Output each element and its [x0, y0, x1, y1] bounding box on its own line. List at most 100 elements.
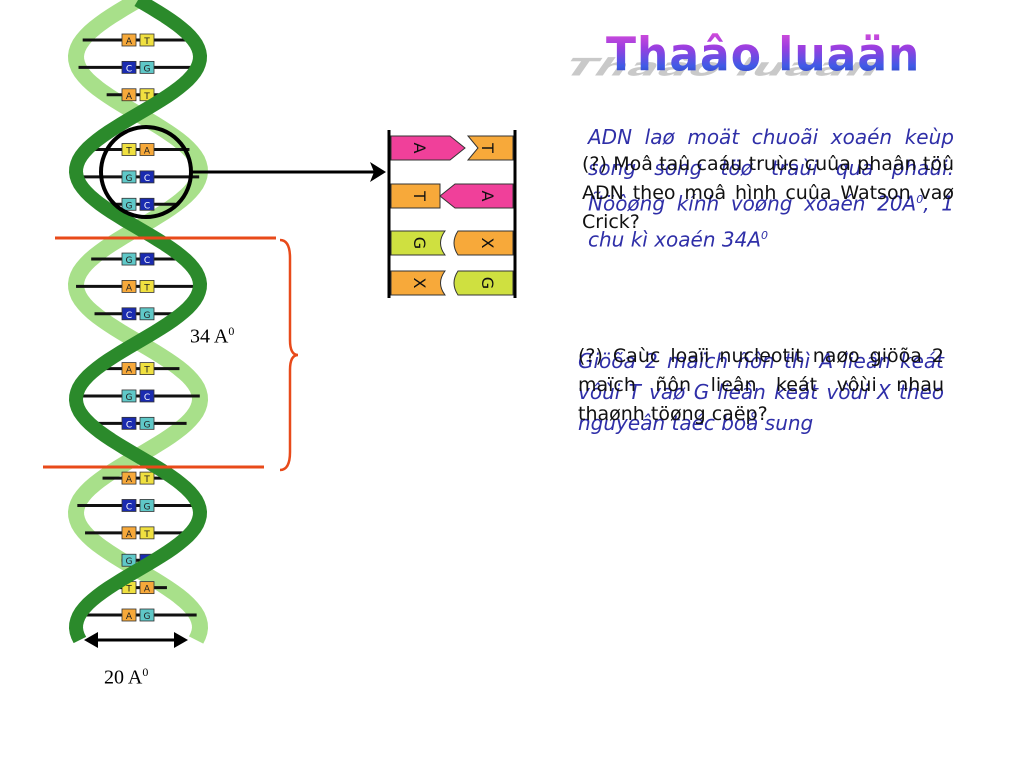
nucleotide-tile — [121, 197, 137, 211]
pair-right-piece — [439, 183, 514, 209]
nucleotide-tile — [139, 307, 155, 321]
answer-1: ADN laø moät chuoãi xoaén keùp song song… — [588, 122, 954, 255]
width-label-sup: 0 — [142, 665, 149, 679]
nucleotide-tile — [139, 170, 155, 184]
nucleotide-letter: T — [143, 283, 150, 293]
question-2-text: (?) Caùc loaïi nucleotit naøo giöõa 2 ma… — [578, 345, 944, 425]
nucleotide-letter: C — [144, 256, 150, 266]
pair-right-piece — [453, 230, 514, 256]
nucleotide-tile — [139, 389, 155, 403]
nucleotide-tile — [139, 581, 155, 595]
pair-right-letter: A — [478, 191, 497, 202]
width-label-text: 20 A — [104, 666, 143, 689]
pair-left-piece — [390, 135, 466, 161]
magnify-circle — [99, 125, 193, 219]
nucleotide-tile — [121, 252, 137, 266]
pitch-label-text: 34 A — [190, 325, 229, 348]
pair-right-piece — [466, 135, 514, 161]
slide-title: Thaâo luaän Thaâo luaän — [556, 28, 919, 98]
pair-right-piece — [453, 270, 514, 296]
nucleotide-tile — [139, 526, 155, 540]
nucleotide-letter: T — [143, 37, 150, 47]
nucleotide-letter: T — [143, 366, 150, 376]
answer-1-tail: , 1 chu kì xoaén 34A — [588, 191, 954, 252]
nucleotide-letter: T — [125, 147, 132, 157]
pair-left-letter: T — [410, 190, 429, 201]
nucleotide-letter: C — [144, 201, 150, 211]
nucleotide-letter: C — [126, 420, 132, 430]
nucleotide-tile — [121, 362, 137, 375]
nucleotide-letter: T — [143, 530, 150, 540]
nucleotide-tile — [139, 280, 155, 293]
nucleotide-letter: G — [126, 256, 133, 266]
nucleotide-letter: G — [144, 64, 151, 74]
nucleotide-letter: G — [144, 612, 151, 622]
nucleotide-letter: C — [144, 174, 150, 184]
nucleotide-tile — [139, 60, 155, 74]
base-pair-diagram: A T T A G X X G — [387, 130, 517, 298]
nucleotide-tile — [121, 307, 137, 321]
nucleotide-letter: A — [144, 585, 151, 595]
answer-1-sup2: 0 — [761, 228, 768, 242]
nucleotide-tile — [121, 416, 137, 430]
pair-left-piece — [390, 230, 446, 256]
nucleotide-tile — [139, 416, 155, 430]
nucleotide-letter: G — [144, 502, 151, 512]
nucleotide-tile — [139, 143, 155, 156]
nucleotide-letter: C — [126, 502, 132, 512]
nucleotide-letter: T — [143, 475, 150, 485]
nucleotide-tile — [121, 471, 137, 485]
nucleotide-tile — [121, 608, 137, 622]
nucleotide-letter: A — [126, 37, 133, 47]
helix-strand-front — [68, 0, 208, 644]
nucleotide-tile — [121, 389, 137, 403]
question-2: (?) Caùc loaïi nucleotit naøo giöõa 2 ma… — [578, 342, 944, 429]
nucleotide-tile — [139, 471, 155, 485]
pair-right-letter: G — [478, 277, 497, 289]
nucleotide-letter: A — [126, 475, 133, 485]
pitch-brace — [279, 238, 299, 472]
magnify-arrow-head — [370, 162, 386, 182]
nucleotide-tile — [139, 33, 155, 47]
nucleotide-tile — [139, 362, 155, 375]
nucleotide-tile — [121, 33, 137, 47]
nucleotide-letter: A — [144, 147, 151, 157]
nucleotide-letter: G — [126, 393, 133, 403]
nucleotide-letter: G — [144, 311, 151, 321]
width-arrow-left-head — [84, 632, 98, 648]
nucleotide-tile — [121, 60, 137, 74]
nucleotide-letter: A — [126, 612, 133, 622]
pair-left-letter: A — [410, 143, 429, 154]
nucleotide-letter: G — [144, 420, 151, 430]
nucleotide-tile — [121, 526, 137, 540]
pitch-label-sup: 0 — [228, 324, 235, 338]
title-text: Thaâo luaän — [606, 28, 921, 83]
width-arrow-right-head — [174, 632, 188, 648]
pair-right-letter: T — [478, 142, 497, 153]
nucleotide-letter: T — [143, 92, 150, 102]
nucleotide-tile — [121, 170, 137, 184]
pair-left-piece — [390, 270, 446, 296]
nucleotide-letter: A — [126, 366, 133, 376]
pitch-label: 34 A0 — [190, 324, 234, 349]
nucleotide-tile — [121, 553, 137, 567]
question-1: (?) Moâ taû caáu truùc cuûa phaân töû AD… — [582, 150, 954, 237]
pair-left-letter: G — [410, 237, 429, 249]
width-label: 20 A0 — [104, 665, 148, 690]
nucleotide-letter: A — [126, 92, 133, 102]
nucleotide-letter: A — [126, 530, 133, 540]
answer-2-text: Giöõa 2 maïch ñôn thì A lieân keát vôùi … — [578, 349, 944, 435]
nucleotide-tile — [139, 252, 155, 266]
pair-left-letter: X — [410, 278, 429, 289]
nucleotide-letter: G — [126, 557, 133, 567]
nucleotide-letter: C — [126, 311, 132, 321]
answer-1-sup: 0 — [916, 193, 924, 206]
nucleotide-letter: C — [126, 64, 132, 74]
nucleotide-letter: C — [144, 393, 150, 403]
nucleotide-tile — [139, 197, 155, 211]
nucleotide-tile — [139, 608, 155, 622]
pair-right-letter: X — [478, 238, 497, 249]
